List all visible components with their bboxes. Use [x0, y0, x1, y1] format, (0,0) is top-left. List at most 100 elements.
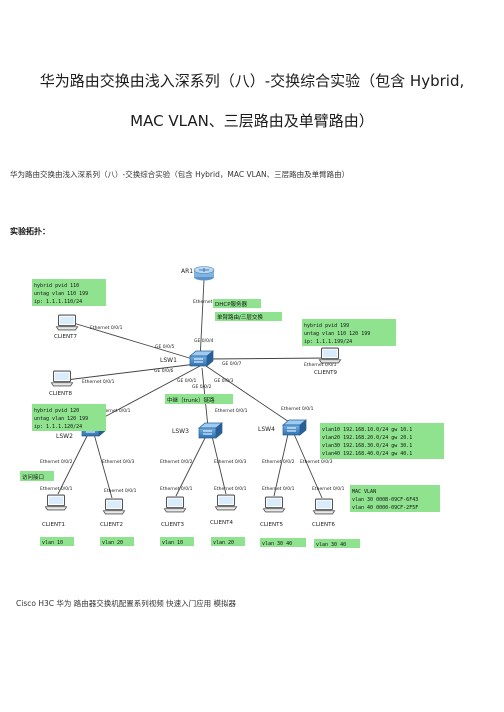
- port-lsw3-up: Ethernet 0/0/1: [215, 408, 248, 414]
- link-lsw4-client6: [293, 433, 323, 499]
- document-footer: Cisco H3C 华为 路由器交换机配置系列视频 快速入门应用 模拟器: [16, 599, 237, 608]
- port-lsw2-c1: Ethernet 0/0/2: [40, 459, 73, 465]
- c7-line3: ip: 1.1.1.110/24: [34, 299, 82, 305]
- note-dhcp-text: DHCP服务器: [215, 300, 248, 308]
- port-lsw3-c3: Ethernet 0/0/2: [160, 459, 193, 465]
- c7-line1: hybrid pvid 110: [34, 283, 79, 289]
- link-lsw2-client1: [57, 433, 89, 495]
- note-vlan-client5: vlan 30 40: [260, 538, 306, 547]
- port-lsw4-up: Ethernet 0/0/1: [281, 406, 314, 412]
- note-lsw2-config: hybrid pvid 120 untag vlan 120 199 ip: 1…: [32, 404, 106, 431]
- link-lsw1-client7: [69, 321, 197, 361]
- client5-label: CLIENT5: [260, 522, 283, 528]
- note-vlan-client3: vlan 10: [160, 537, 194, 546]
- note-trunk-text: 中继（trunk）链路: [167, 396, 215, 404]
- lsw1-label: LSW1: [160, 357, 177, 364]
- port-c9-eth: Ethernet 0/0/1: [304, 362, 337, 368]
- note-single-arm-text: 单臂路由/三层交换: [217, 313, 263, 321]
- note-vlan-gateways: vlan10 192.168.10.0/24 gw 10.1 vlan20 19…: [320, 423, 444, 459]
- port-lsw1-c7: GE 0/0/5: [155, 344, 175, 350]
- client4-icon: [214, 494, 238, 511]
- client1-icon: [44, 494, 68, 511]
- client8-icon: [50, 370, 74, 387]
- port-c5-eth: Ethernet 0/0/1: [262, 486, 295, 492]
- port-lsw1-lsw3: GE 0/0/2: [192, 384, 212, 390]
- client3-label: CLIENT3: [161, 522, 184, 528]
- mac-line2: vlan 30 000B-09CF-6F43: [352, 497, 418, 503]
- port-c1-eth: Ethernet 0/0/1: [40, 486, 73, 492]
- port-c4-eth: Ethernet 0/0/1: [214, 486, 247, 492]
- v3-text: vlan 10: [162, 540, 183, 546]
- port-c6-eth: Ethernet 0/0/1: [312, 486, 345, 492]
- vlan-line3: vlan30 192.168.30.0/24 gw 30.1: [322, 443, 412, 449]
- port-lsw2-up: Ethernet 0/0/1: [98, 408, 131, 414]
- router-ar1: [193, 266, 215, 281]
- client6-label: CLIENT6: [312, 522, 335, 528]
- section-heading: 实验拓扑：: [10, 227, 50, 236]
- lsw2-line1: hybrid pvid 120: [34, 408, 79, 414]
- note-access: 访问接口: [20, 471, 54, 481]
- v6-text: vlan 30 40: [316, 542, 346, 548]
- document-title-line1: 华为路由交换由浅入深系列（八）-交换综合实验（包含 Hybrid,: [39, 72, 465, 90]
- switch-lsw1: [189, 350, 214, 367]
- note-single-arm: 单臂路由/三层交换: [215, 312, 282, 321]
- document-title-line2: MAC VLAN、三层路由及单臂路由）: [130, 112, 374, 130]
- link-lsw3-client4: [211, 435, 227, 495]
- link-lsw1-lsw4: [205, 365, 293, 425]
- note-dhcp: DHCP服务器: [213, 299, 261, 308]
- port-c3-eth: Ethernet 0/0/1: [160, 486, 193, 492]
- client7-icon: [55, 314, 79, 331]
- client9-label: CLIENT9: [314, 370, 337, 376]
- port-lsw1-lsw2: GE 0/0/1: [177, 378, 197, 384]
- ar1-label: AR1: [181, 268, 193, 275]
- port-lsw1-up: GE 0/0/4: [194, 338, 214, 344]
- client3-icon: [163, 496, 187, 513]
- client4-label: CLIENT4: [210, 520, 233, 526]
- note-vlan-client6: vlan 30 40: [314, 539, 360, 548]
- port-lsw1-c9: GE 0/0/7: [222, 361, 242, 367]
- note-vlan-client1: vlan 10: [40, 537, 74, 546]
- port-c8-eth: Ethernet 0/0/1: [82, 379, 115, 385]
- port-lsw1-c8: GE 0/0/6: [154, 368, 174, 374]
- switch-lsw4: [282, 419, 307, 436]
- client7-label: CLIENT7: [54, 334, 77, 340]
- vlan-line1: vlan10 192.168.10.0/24 gw 10.1: [322, 427, 412, 433]
- mac-line3: vlan 40 0000-09CF-2F5F: [352, 505, 418, 511]
- note-vlan-client4: vlan 20: [211, 537, 245, 546]
- link-lsw2-client2: [93, 433, 113, 499]
- c7-line2: untag vlan 110 199: [34, 291, 88, 297]
- lsw4-label: LSW4: [258, 426, 275, 433]
- port-ar1-down: Ethernet 0/0/0: [193, 299, 226, 305]
- document-subtitle: 华为路由交换由浅入深系列（八）-交换综合实验（包含 Hybrid，MAC VLA…: [10, 170, 350, 179]
- note-client9-config: hybrid pvid 199 untag vlan 110 120 199 i…: [302, 319, 396, 346]
- lsw2-label: LSW2: [56, 433, 73, 440]
- port-lsw4-c6: Ethernet 0/0/3: [300, 459, 333, 465]
- client2-icon: [102, 498, 126, 515]
- c9-line2: untag vlan 110 120 199: [304, 331, 370, 337]
- port-lsw1-lsw4: GE 0/0/3: [214, 378, 234, 384]
- port-lsw2-c2: Ethernet 0/0/3: [102, 459, 135, 465]
- link-lsw1-lsw2: [94, 365, 201, 423]
- lsw3-label: LSW3: [172, 428, 189, 435]
- client6-icon: [312, 498, 336, 515]
- vlan-line2: vlan20 192.168.20.0/24 gw 20.1: [322, 435, 412, 441]
- link-ar1-lsw1: [199, 279, 205, 361]
- client1-label: CLIENT1: [42, 522, 65, 528]
- note-access-text: 访问接口: [22, 473, 44, 481]
- client5-icon: [262, 496, 286, 513]
- note-trunk: 中继（trunk）链路: [165, 394, 233, 404]
- v4-text: vlan 20: [213, 540, 234, 546]
- note-mac-vlan: MAC VLAN vlan 30 000B-09CF-6F43 vlan 40 …: [350, 485, 440, 512]
- port-lsw4-c5: Ethernet 0/0/2: [262, 459, 295, 465]
- link-lsw4-client5: [273, 433, 289, 497]
- port-c7-eth: Ethernet 0/0/1: [90, 325, 123, 331]
- client8-label: CLIENT8: [49, 391, 72, 397]
- note-vlan-client2: vlan 20: [100, 537, 134, 546]
- c9-line1: hybrid pvid 199: [304, 323, 349, 329]
- vlan-line4: vlan40 192.168.40.0/24 gw 40.1: [322, 451, 412, 457]
- lsw2-line2: untag vlan 120 199: [34, 416, 88, 422]
- v2-text: vlan 20: [102, 540, 123, 546]
- note-client7-config: hybrid pvid 110 untag vlan 110 199 ip: 1…: [32, 279, 106, 306]
- v1-text: vlan 10: [42, 540, 63, 546]
- mac-line1: MAC VLAN: [352, 489, 376, 495]
